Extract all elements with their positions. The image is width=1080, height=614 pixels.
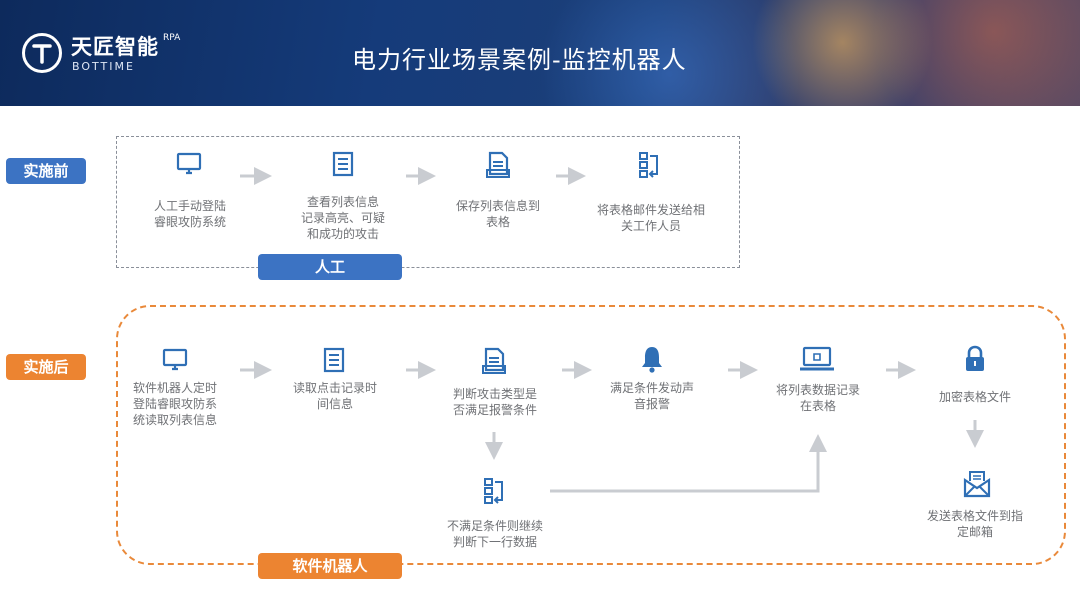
list-icon: [332, 151, 354, 177]
document-icon: [486, 151, 510, 178]
after-step-2-text: 读取点击记录时 间信息: [292, 381, 377, 411]
header-banner: [0, 0, 1080, 106]
envelope-icon: [963, 471, 991, 498]
after-step-4-text: 满足条件发动声 音报警: [609, 381, 694, 411]
before-step-1-text: 人工手动登陆 睿眼攻防系统: [153, 199, 226, 229]
flowchart-icon: [639, 152, 658, 178]
before-step-2-text: 查看列表信息 记录高亮、可疑 和成功的攻击: [300, 195, 385, 241]
logo-icon: [22, 33, 62, 73]
before-tag: 实施前: [6, 158, 86, 184]
before-step-3-text: 保存列表信息到 表格: [455, 199, 540, 229]
robot-label: 软件机器人: [258, 553, 402, 579]
before-step-4-text: 将表格邮件发送给相 关工作人员: [596, 203, 705, 233]
manual-process-box: [116, 136, 740, 268]
bell-icon: [642, 347, 662, 373]
laptop-icon: [800, 346, 834, 371]
after-step-8-text: 发送表格文件到指 定邮箱: [926, 509, 1023, 539]
manual-label: 人工: [258, 254, 402, 280]
after-step-1-text: 软件机器人定时 登陆睿眼攻防系 统读取列表信息: [132, 381, 217, 427]
lock-icon: [966, 345, 984, 371]
after-step-7-text: 不满足条件则继续 判断下一行数据: [446, 519, 543, 549]
monitor-icon: [162, 348, 188, 371]
after-step-6-text: 加密表格文件: [938, 390, 1011, 404]
brand-subtitle: BOTTIME: [72, 60, 135, 73]
robot-process-box: [116, 305, 1066, 565]
brand-name: 天匠智能: [71, 35, 159, 59]
brand-superscript: RPA: [163, 33, 181, 43]
after-tag: 实施后: [6, 354, 86, 380]
arrow: [550, 440, 820, 493]
list-icon: [323, 347, 345, 373]
page-title: 电力行业场景案例-监控机器人: [352, 46, 687, 74]
monitor-icon: [176, 152, 202, 175]
after-step-3-text: 判断攻击类型是 否满足报警条件: [452, 387, 537, 417]
after-step-5-text: 将列表数据记录 在表格: [775, 383, 860, 413]
document-icon: [482, 347, 506, 374]
flowchart-icon: [484, 478, 503, 504]
